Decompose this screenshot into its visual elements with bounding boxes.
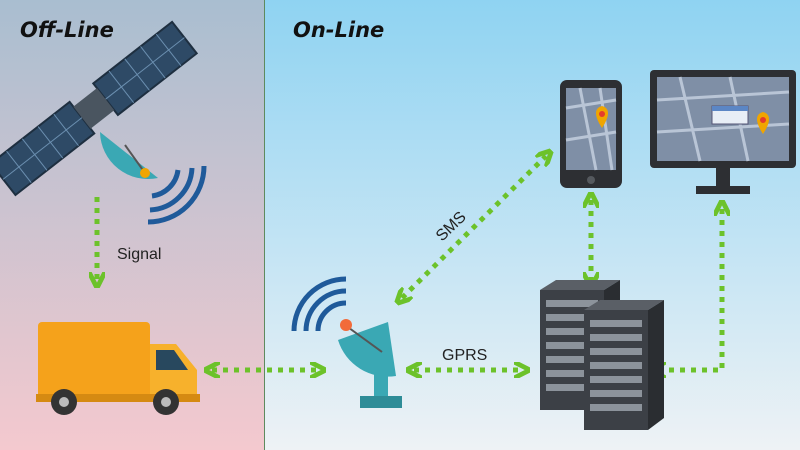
truck-icon <box>36 322 200 415</box>
offline-title: Off-Line <box>20 18 114 42</box>
map-pin-icon <box>596 106 608 128</box>
server-monitor-arrow <box>658 208 722 370</box>
smartphone-icon <box>560 80 622 188</box>
gprs-label: GPRS <box>442 347 487 364</box>
sms-arrow <box>402 156 546 298</box>
online-title: On-Line <box>293 18 385 42</box>
satellite-icon <box>0 20 207 225</box>
monitor-icon <box>650 70 796 194</box>
server-rack-icon <box>540 280 664 430</box>
map-pin-icon <box>757 112 769 134</box>
signal-label: Signal <box>117 246 161 263</box>
sms-label: SMS <box>433 209 470 245</box>
antenna-dish-icon <box>291 276 402 408</box>
section-divider <box>264 0 265 450</box>
